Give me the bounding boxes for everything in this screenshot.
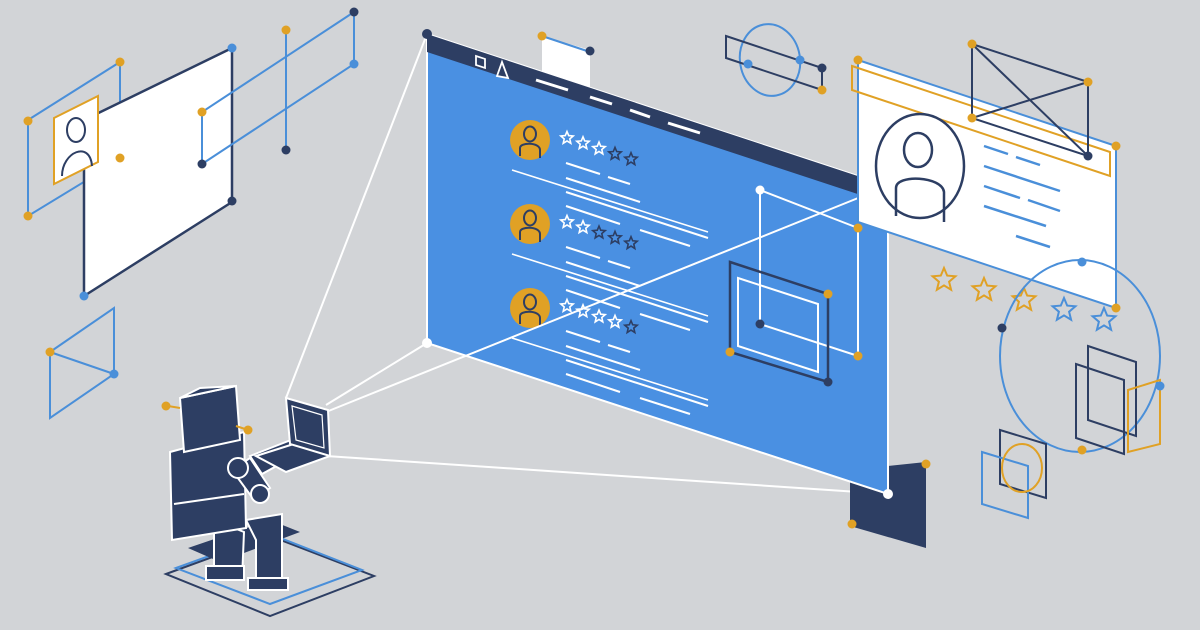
left-wireframe-group (23, 7, 359, 420)
triangle-icon (495, 59, 510, 80)
star-icon (970, 275, 998, 302)
review-row (510, 204, 709, 331)
star-icon (606, 145, 624, 161)
star-icon (606, 229, 624, 245)
star-icon (622, 150, 640, 167)
rating-stars (558, 129, 640, 167)
text-line (565, 177, 641, 203)
rating-stars (558, 297, 640, 335)
profile-rating (930, 265, 1118, 332)
rating-stars (558, 213, 640, 251)
star-icon (558, 297, 576, 314)
star-icon (590, 140, 608, 156)
text-line (565, 261, 641, 287)
review-row (510, 120, 709, 247)
text-line (565, 191, 709, 239)
robot-character (161, 384, 377, 618)
user-avatar-icon (510, 204, 550, 244)
star-icon (590, 224, 608, 240)
menu-dashes (535, 78, 701, 135)
review-list (510, 120, 709, 415)
text-line (565, 345, 641, 371)
text-line (607, 260, 631, 269)
row-divider (511, 337, 709, 401)
star-icon (622, 234, 640, 251)
star-icon (574, 302, 592, 319)
row-divider (511, 169, 709, 233)
profile-card (851, 39, 1121, 313)
text-line (565, 246, 601, 259)
user-avatar-icon (510, 288, 550, 328)
profile-text-lines (983, 144, 1061, 249)
star-icon (606, 313, 624, 329)
text-line (565, 205, 621, 225)
text-line (565, 289, 621, 309)
square-icon (475, 54, 486, 70)
photo-frame (53, 94, 99, 186)
white-panel (82, 46, 234, 299)
star-icon (622, 318, 640, 335)
star-icon (930, 265, 958, 292)
right-wire-shapes (981, 259, 1161, 520)
star-icon (558, 129, 576, 146)
user-avatar-icon (874, 112, 966, 222)
text-line (565, 373, 621, 393)
star-icon (558, 213, 576, 230)
star-icon (574, 218, 592, 235)
main-screen (422, 29, 931, 548)
laptop-icon (253, 396, 333, 474)
text-line (607, 344, 631, 353)
top-right-wires (725, 23, 823, 97)
screen-titlebar (427, 34, 888, 204)
text-line (565, 162, 601, 175)
star-icon (590, 308, 608, 324)
text-line (639, 313, 691, 331)
text-line (639, 229, 691, 247)
text-line (565, 275, 709, 323)
row-divider (511, 253, 709, 317)
text-line (639, 397, 691, 415)
user-avatar-icon (61, 117, 93, 177)
star-icon (1010, 285, 1038, 312)
screen-panel (426, 32, 889, 496)
star-icon (1090, 305, 1118, 332)
star-icon (1050, 295, 1078, 322)
text-line (607, 176, 631, 185)
wire-triangle (49, 306, 115, 420)
star-icon (574, 134, 592, 151)
projection-lines (285, 33, 889, 495)
review-row (510, 288, 709, 415)
text-line (565, 330, 601, 343)
text-line (565, 359, 709, 407)
user-avatar-icon (510, 120, 550, 160)
